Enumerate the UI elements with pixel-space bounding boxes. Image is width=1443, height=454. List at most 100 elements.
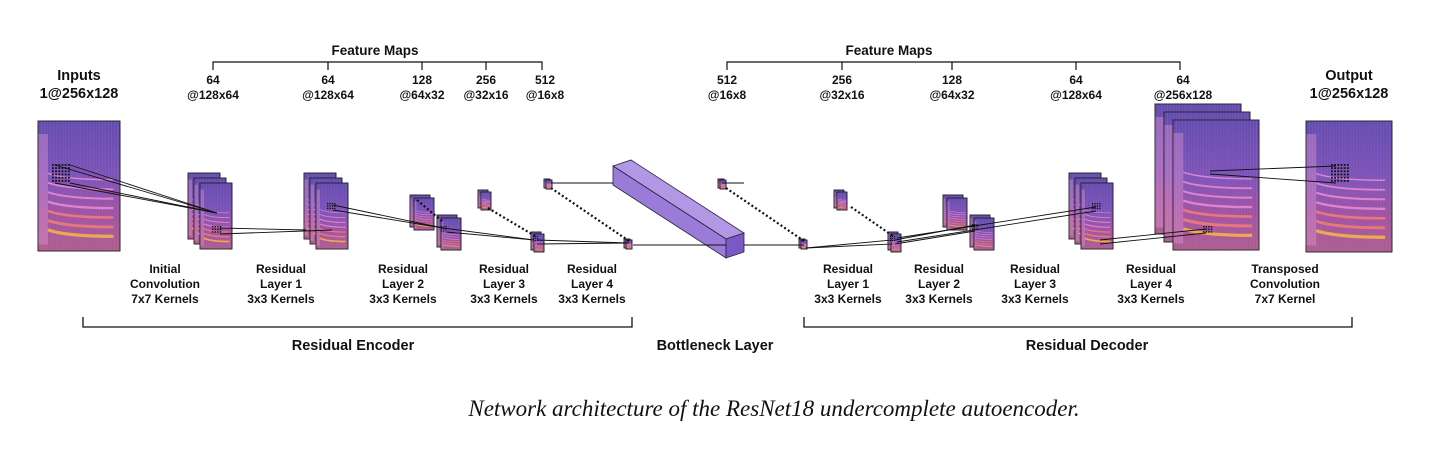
dec-layer-label-1-line2: Layer 2 [918,277,960,291]
enc-fm-4-size: @16x8 [526,88,565,102]
decoder-group-label: Residual Decoder [1026,338,1149,354]
dec-layer2b-stack [969,214,995,251]
dec-layer1a-stack-sheet [836,191,848,211]
enc-fm-2-size: @64x32 [399,88,444,102]
dec-layer4-stack [1154,103,1260,251]
dec-layer-label-3-line3: 3x3 Kernels [1117,292,1185,306]
dec-fm-2-channels: 128 [942,73,962,87]
kernel-patch [327,203,336,210]
kernel-patch [52,164,70,182]
enc-layer-label-3-line1: Residual [479,262,529,276]
enc-layer-label-1-line3: 3x3 Kernels [247,292,315,306]
input-spectrogram [37,120,121,252]
kernel-patch [1092,203,1101,210]
dec-fm-3-size: @128x64 [1050,88,1102,102]
dec-fm-3-channels: 64 [1069,73,1083,87]
dec-layer2b-stack-sheet [973,217,995,251]
enc-layer-label-2-line2: Layer 2 [382,277,424,291]
dec-layer4-stack-sheet [1172,119,1260,251]
enc-layer-label-0-line1: Initial [149,262,180,276]
enc-layer-label-3-line2: Layer 3 [483,277,525,291]
dec-fm-1-channels: 256 [832,73,852,87]
dec-input-a-stack [717,178,727,190]
dec-fm-2-size: @64x32 [929,88,974,102]
enc-layer4a-stack [543,178,553,190]
enc-layer-label-4-line2: Layer 4 [571,277,613,291]
dec-fm-1-size: @32x16 [819,88,864,102]
encoder-feature-maps-title: Feature Maps [331,43,418,58]
enc-layer-label-1-line1: Residual [256,262,306,276]
enc-layer-label-0-line2: Convolution [130,277,200,291]
dec-layer-label-3-line1: Residual [1126,262,1176,276]
dec-layer-label-3-line2: Layer 4 [1130,277,1172,291]
enc-fm-0-channels: 64 [206,73,220,87]
enc-layer3b-stack-sheet [533,233,545,253]
kernel-patch [533,236,539,242]
enc-layer3a-stack-sheet [480,191,492,211]
decoder-feature-map-labels: 512 @16x8 256 @32x16 128 @64x32 64 @128x… [708,73,1213,102]
enc-layer-label-2-line1: Residual [378,262,428,276]
output-shape: 1@256x128 [1310,86,1389,102]
enc-layer1-stack [303,172,349,250]
input-shape: 1@256x128 [40,86,119,102]
enc-layer-label-0-line3: 7x7 Kernels [131,292,199,306]
enc-layer-label-3-line3: 3x3 Kernels [470,292,538,306]
dec-layer-label-0-line1: Residual [823,262,873,276]
feature-map-stacks [37,103,1393,253]
dec-layer-label-0-line3: 3x3 Kernels [814,292,882,306]
dec-fm-0-channels: 512 [717,73,737,87]
dec-layer3-stack-sheet [1080,182,1114,250]
enc-layer2b-stack-sheet [440,217,462,251]
bottleneck-label: Bottleneck Layer [657,338,774,354]
enc-fm-1-channels: 64 [321,73,335,87]
dec-layer-label-4-line1: Transposed [1251,262,1318,276]
enc-layer-label-2-line3: 3x3 Kernels [369,292,437,306]
dec-fm-4-channels: 64 [1176,73,1190,87]
dec-layer-label-0-line2: Layer 1 [827,277,869,291]
enc-layer4a-stack-sheet [545,179,553,190]
encoder-feature-maps-bracket [212,61,543,70]
enc-fm-2-channels: 128 [412,73,432,87]
connection-lines [54,164,1337,249]
enc-layer-label-4-line1: Residual [567,262,617,276]
enc-fm-3-size: @32x16 [463,88,508,102]
input-title: Inputs [57,68,101,84]
enc-fm-1-size: @128x64 [302,88,354,102]
enc-layer3b-stack [530,231,545,253]
initial-conv-stack-sheet [199,182,233,250]
enc-fm-0-size: @128x64 [187,88,239,102]
decoder-feature-maps-title: Feature Maps [845,43,932,58]
dec-layer1a-stack [833,189,848,211]
dec-layer-label-1-line1: Residual [914,262,964,276]
enc-layer-label-4-line3: 3x3 Kernels [558,292,626,306]
dec-layer-label-1-line3: 3x3 Kernels [905,292,973,306]
enc-layer4b-stack-sheet [625,239,633,250]
initial-conv-stack [187,172,233,250]
encoder-bracket [82,317,633,328]
decoder-bracket [803,317,1353,328]
dotted-links [416,187,894,242]
bottleneck-block [612,159,745,259]
enc-fm-4-channels: 512 [535,73,555,87]
enc-layer3a-stack [477,189,492,211]
output-title: Output [1325,68,1373,84]
encoder-feature-map-labels: 64 @128x64 64 @128x64 128 @64x32 256 @32… [187,73,564,102]
enc-layer-label-1-line2: Layer 1 [260,277,302,291]
dec-layer-label-4-line3: 7x7 Kernel [1255,292,1316,306]
dec-layer1b-stack-sheet [890,233,902,253]
dec-layer-label-4-line2: Convolution [1250,277,1320,291]
figure-caption: Network architecture of the ResNet18 und… [467,396,1079,421]
dec-layer2a-stack-sheet [946,197,968,231]
enc-fm-3-channels: 256 [476,73,496,87]
encoder-group-label: Residual Encoder [292,338,415,354]
dec-layer2a-stack [942,194,968,231]
dec-layer-label-2-line1: Residual [1010,262,1060,276]
dec-layer-label-2-line2: Layer 3 [1014,277,1056,291]
output-spectrogram [1305,120,1393,253]
dec-input-a-stack-sheet [719,179,727,190]
dec-layer-label-2-line3: 3x3 Kernels [1001,292,1069,306]
decoder-feature-maps-bracket [726,61,1181,70]
